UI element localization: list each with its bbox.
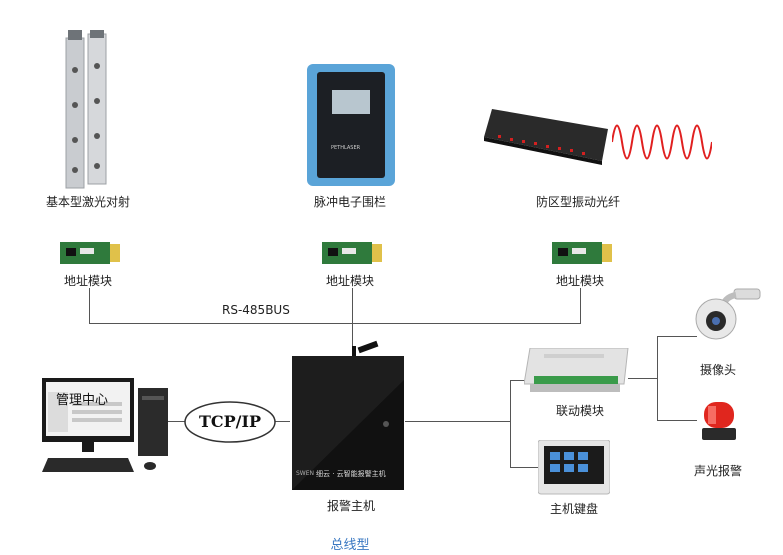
branch-to-linkage-line bbox=[510, 380, 530, 381]
pulse-fence-label: 脉冲电子围栏 bbox=[313, 195, 387, 209]
alarm-host-device bbox=[292, 340, 404, 490]
host-output-line bbox=[405, 421, 511, 422]
to-siren-line bbox=[657, 420, 697, 421]
branch-vertical-line bbox=[510, 380, 511, 468]
siren-label: 声光报警 bbox=[693, 464, 743, 478]
diagram-caption: 总线型 bbox=[330, 538, 370, 553]
linkage-output-line bbox=[628, 378, 658, 379]
output-vertical-line bbox=[657, 336, 658, 421]
addr2-drop-line bbox=[352, 288, 353, 356]
management-computer bbox=[42, 378, 168, 472]
alarm-host-panel-text: 细云 · 云智能报警主机 bbox=[316, 470, 386, 478]
to-camera-line bbox=[657, 336, 697, 337]
fiber-label: 防区型振动光纤 bbox=[535, 195, 621, 209]
address-module-1 bbox=[60, 242, 120, 264]
fiber-rack-device bbox=[484, 109, 608, 165]
tcpip-ellipse bbox=[184, 401, 276, 443]
rs485-bus-label: RS-485BUS bbox=[222, 303, 290, 317]
management-center-label: 管理中心 bbox=[56, 393, 109, 408]
host-keyboard-label: 主机键盘 bbox=[549, 502, 599, 516]
host-keyboard-device bbox=[538, 440, 610, 495]
addr1-drop-line bbox=[89, 288, 90, 324]
siren-device bbox=[702, 402, 736, 440]
camera-label: 摄像头 bbox=[699, 363, 737, 377]
address-module-2-label: 地址模块 bbox=[325, 274, 375, 288]
address-module-2 bbox=[322, 242, 382, 264]
linkage-module-label: 联动模块 bbox=[555, 404, 605, 418]
alarm-host-brand: SWEN bbox=[296, 470, 315, 477]
alarm-host-label: 报警主机 bbox=[326, 499, 376, 513]
vibration-wave bbox=[612, 124, 712, 160]
tcpip-label: TCP/IP bbox=[199, 412, 262, 431]
branch-to-keyboard-line bbox=[510, 467, 540, 468]
pulse-fence-device bbox=[307, 64, 395, 186]
rs485-bus-line bbox=[89, 323, 581, 324]
pulse-fence-brand: PETHLASER bbox=[331, 145, 361, 151]
address-module-3-label: 地址模块 bbox=[555, 274, 605, 288]
address-module-3 bbox=[552, 242, 612, 264]
address-module-1-label: 地址模块 bbox=[63, 274, 113, 288]
linkage-module-device bbox=[524, 348, 629, 392]
laser-beam-towers bbox=[65, 30, 107, 189]
dome-camera-device bbox=[695, 288, 761, 340]
addr3-drop-line bbox=[580, 288, 581, 324]
laser-label: 基本型激光对射 bbox=[45, 195, 131, 209]
